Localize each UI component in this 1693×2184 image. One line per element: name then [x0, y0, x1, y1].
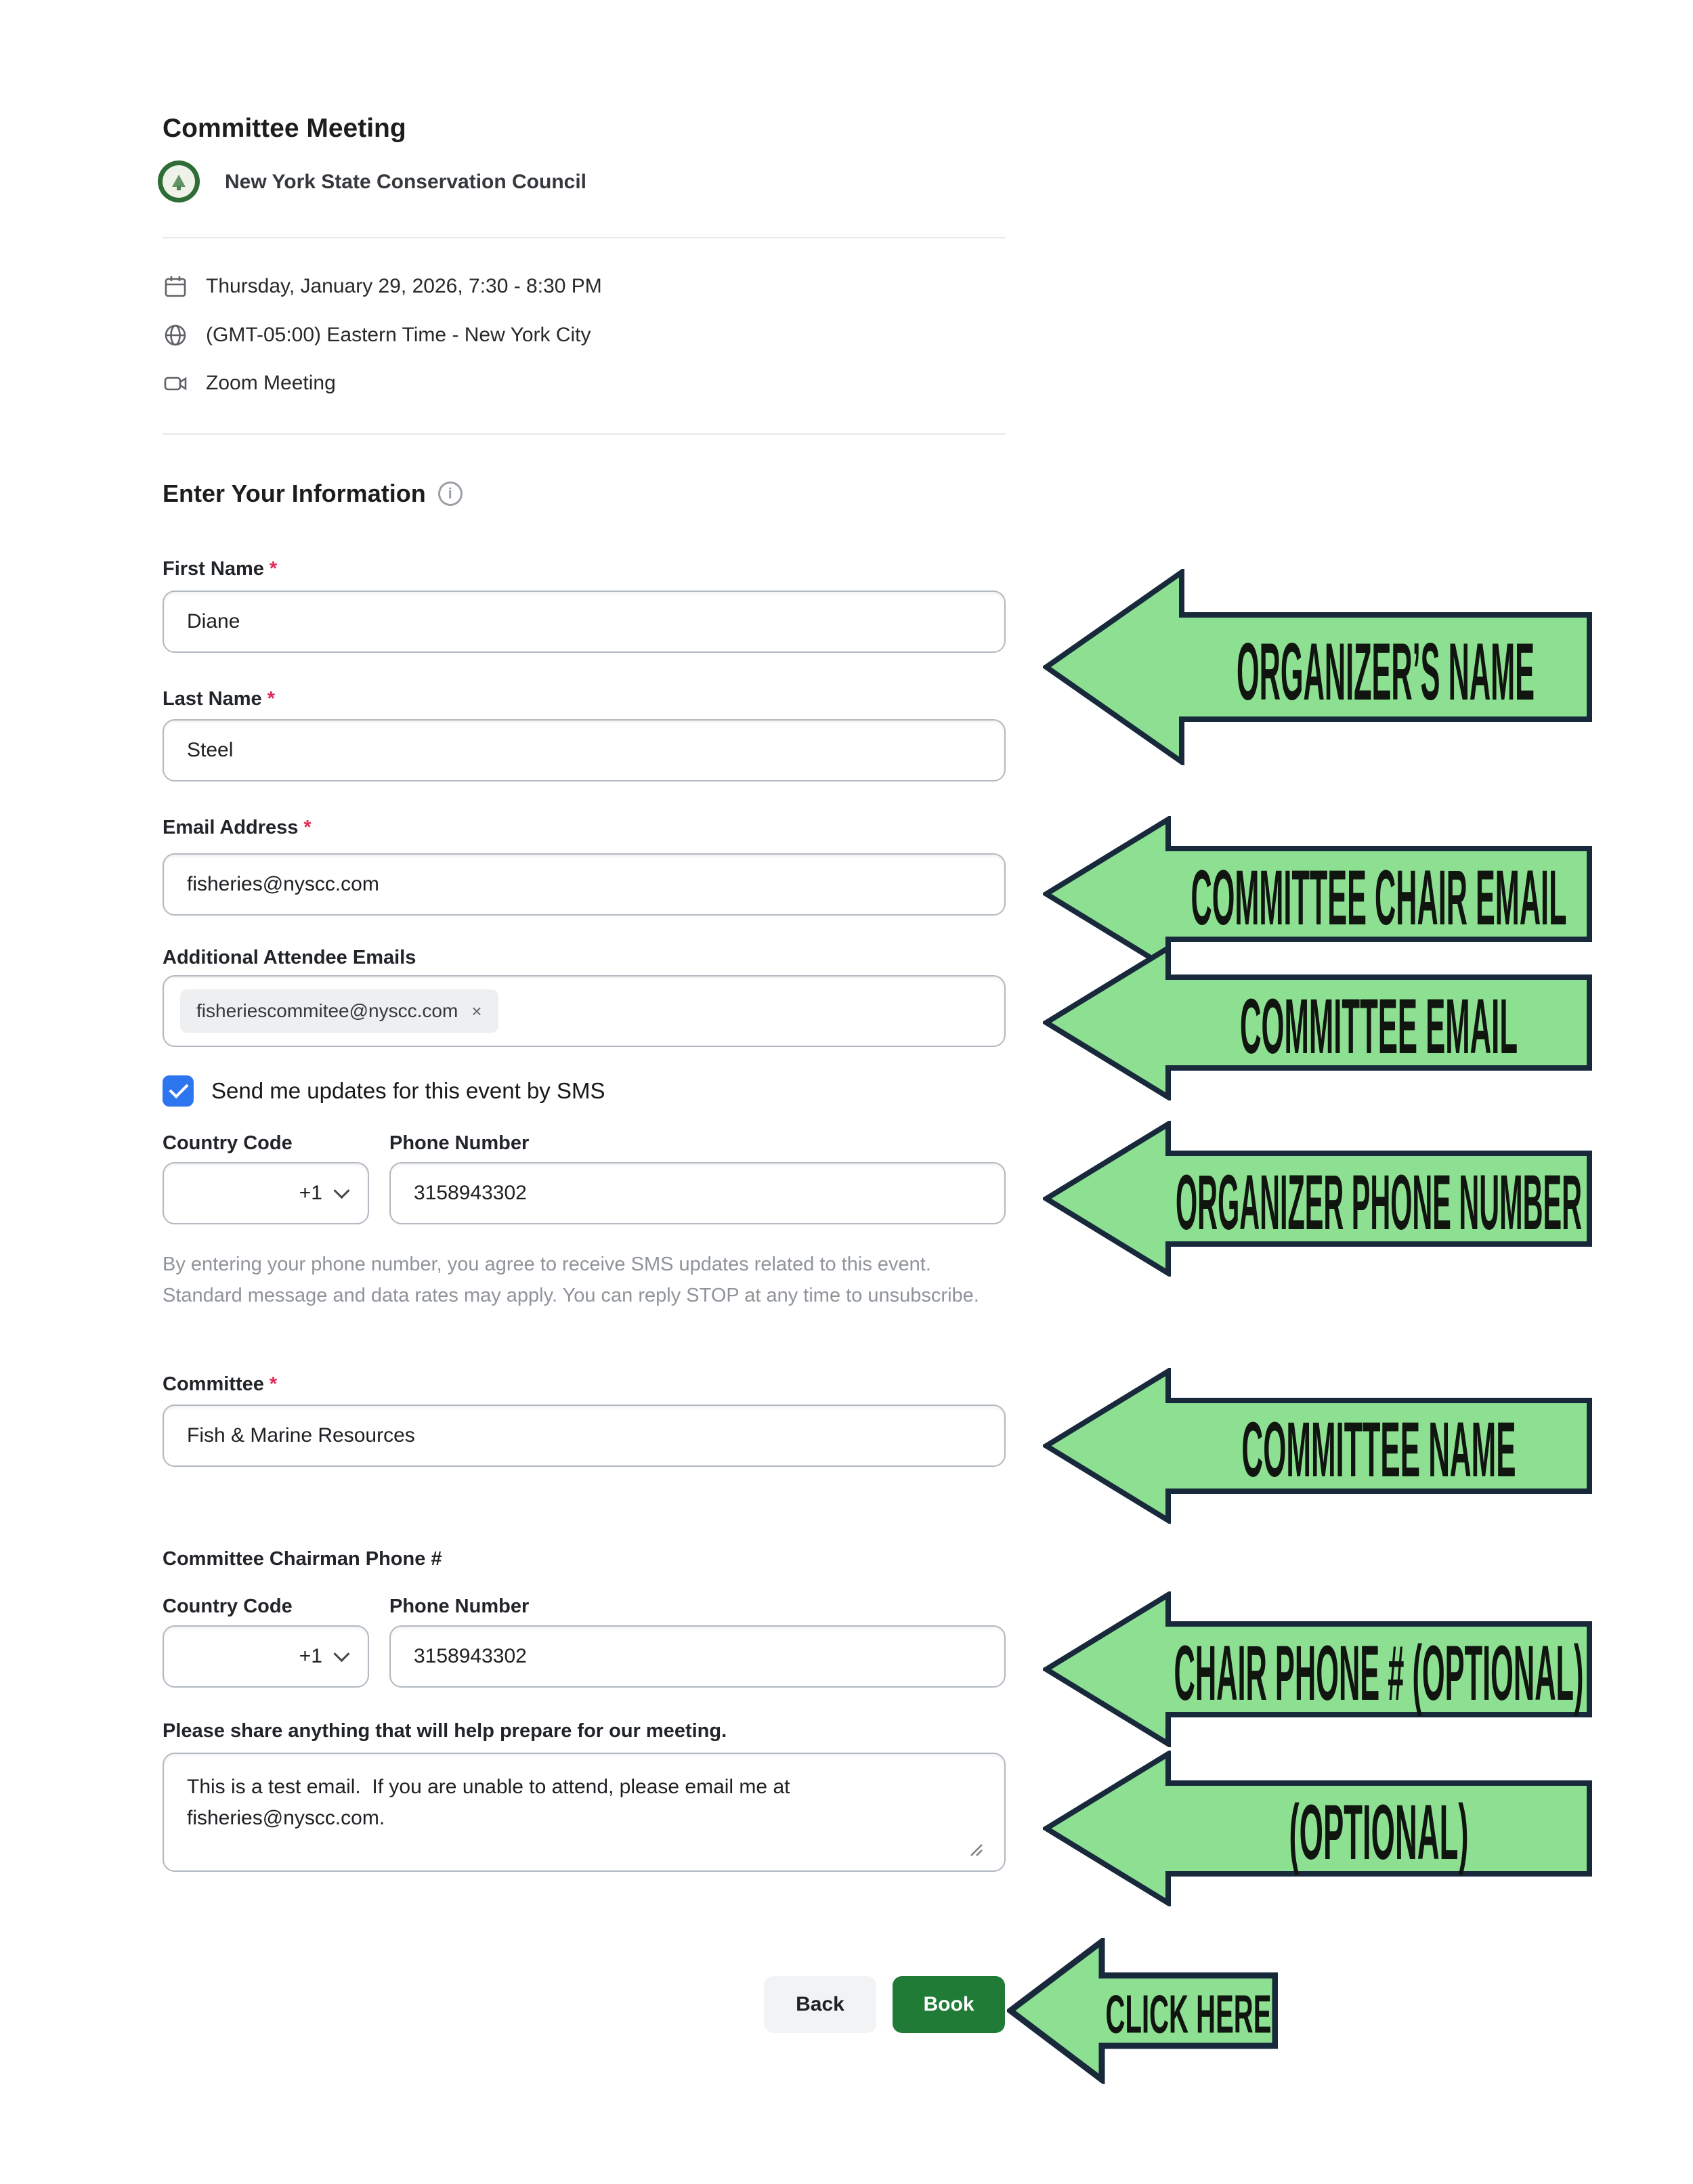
globe-icon: [165, 324, 186, 346]
committee-label: Committee*: [163, 1373, 278, 1395]
annotation-arrow-chair-phone: CHAIR PHONE # (OPTIONAL): [1043, 1591, 1592, 1747]
divider: [163, 433, 1006, 435]
meeting-timezone-row: (GMT-05:00) Eastern Time - New York City: [163, 320, 591, 351]
country-code-label: Country Code: [163, 1132, 293, 1154]
resize-handle-icon[interactable]: [964, 1838, 985, 1858]
check-icon: [169, 1079, 189, 1098]
calendar-icon: [165, 276, 186, 297]
meeting-datetime: Thursday, January 29, 2026, 7:30 - 8:30 …: [206, 275, 602, 297]
email-label: Email Address*: [163, 817, 312, 838]
notes-textarea[interactable]: This is a test email. If you are unable …: [163, 1753, 1006, 1872]
back-button[interactable]: Back: [764, 1976, 876, 2033]
phone-number-label: Phone Number: [389, 1132, 530, 1154]
sms-checkbox[interactable]: [163, 1075, 194, 1107]
meeting-location-row: Zoom Meeting: [163, 368, 336, 399]
email-chip-text: fisheriescommitee@nyscc.com: [196, 1000, 458, 1021]
chair-phone-number-label: Phone Number: [389, 1596, 530, 1617]
meeting-datetime-row: Thursday, January 29, 2026, 7:30 - 8:30 …: [163, 271, 602, 302]
annotation-label: ORGANIZER’S NAME: [1237, 626, 1535, 717]
last-name-input[interactable]: [163, 719, 1006, 781]
divider: [163, 237, 1006, 238]
chair-phone-number-input[interactable]: [389, 1625, 1006, 1688]
organizer-name: New York State Conservation Council: [225, 171, 587, 193]
annotation-label: (OPTIONAL): [1289, 1789, 1469, 1876]
book-button[interactable]: Book: [893, 1976, 1005, 2033]
first-name-input[interactable]: [163, 591, 1006, 653]
chair-country-code-select[interactable]: +1: [163, 1625, 369, 1688]
chair-phone-label: Committee Chairman Phone #: [163, 1548, 442, 1570]
chevron-down-icon: [333, 1182, 350, 1199]
required-asterisk: *: [269, 1373, 278, 1395]
annotation-label: CHAIR PHONE # (OPTIONAL): [1174, 1630, 1584, 1717]
annotation-arrow-committee-chair-email: COMMITTEE CHAIR EMAIL: [1043, 816, 1592, 972]
annotation-arrow-organizers-name: ORGANIZER’S NAME: [1043, 569, 1592, 765]
committee-input[interactable]: [163, 1405, 1006, 1467]
organizer-avatar: [157, 160, 200, 203]
country-code-value: +1: [299, 1182, 322, 1204]
form-heading-row: Enter Your Information i: [163, 479, 463, 508]
email-chip: fisheriescommitee@nyscc.com ×: [180, 989, 498, 1033]
annotation-label: COMMITTEE CHAIR EMAIL: [1191, 855, 1567, 941]
first-name-label: First Name*: [163, 558, 278, 580]
email-input[interactable]: [163, 853, 1006, 916]
chair-country-code-value: +1: [299, 1645, 322, 1667]
annotation-label: ORGANIZER PHONE NUMBER: [1176, 1159, 1582, 1246]
chair-country-code-label: Country Code: [163, 1596, 293, 1617]
annotation-arrow-organizer-phone: ORGANIZER PHONE NUMBER: [1043, 1121, 1592, 1277]
last-name-label: Last Name*: [163, 688, 275, 710]
required-asterisk: *: [267, 688, 275, 710]
sms-disclaimer: By entering your phone number, you agree…: [163, 1254, 979, 1306]
annotation-label: CLICK HERE: [1106, 1984, 1272, 2044]
video-camera-icon: [164, 377, 187, 391]
annotation-label: COMMITTEE EMAIL: [1240, 983, 1518, 1070]
attendee-emails-input[interactable]: fisheriescommitee@nyscc.com ×: [163, 975, 1006, 1047]
required-asterisk: *: [303, 817, 312, 838]
annotation-arrow-committee-name: COMMITTEE NAME: [1043, 1368, 1592, 1524]
attendee-emails-label: Additional Attendee Emails: [163, 947, 416, 968]
page-title: Committee Meeting: [163, 114, 406, 143]
organization-logo-icon: [158, 160, 200, 202]
info-icon[interactable]: i: [437, 481, 463, 506]
sms-checkbox-label: Send me updates for this event by SMS: [211, 1078, 605, 1103]
chevron-down-icon: [333, 1645, 350, 1662]
annotation-arrow-committee-email: COMMITTEE EMAIL: [1043, 945, 1592, 1100]
notes-label: Please share anything that will help pre…: [163, 1720, 727, 1742]
meeting-location: Zoom Meeting: [206, 372, 336, 394]
chip-remove-icon[interactable]: ×: [471, 1000, 482, 1021]
annotation-arrow-click-here: CLICK HERE: [1007, 1938, 1278, 2084]
annotation-arrow-optional: (OPTIONAL): [1043, 1751, 1592, 1906]
meeting-timezone: (GMT-05:00) Eastern Time - New York City: [206, 324, 591, 346]
annotation-label: COMMITTEE NAME: [1242, 1407, 1516, 1493]
phone-number-input[interactable]: [389, 1162, 1006, 1224]
form-heading: Enter Your Information: [163, 479, 426, 507]
required-asterisk: *: [269, 558, 278, 580]
country-code-select[interactable]: +1: [163, 1162, 369, 1224]
